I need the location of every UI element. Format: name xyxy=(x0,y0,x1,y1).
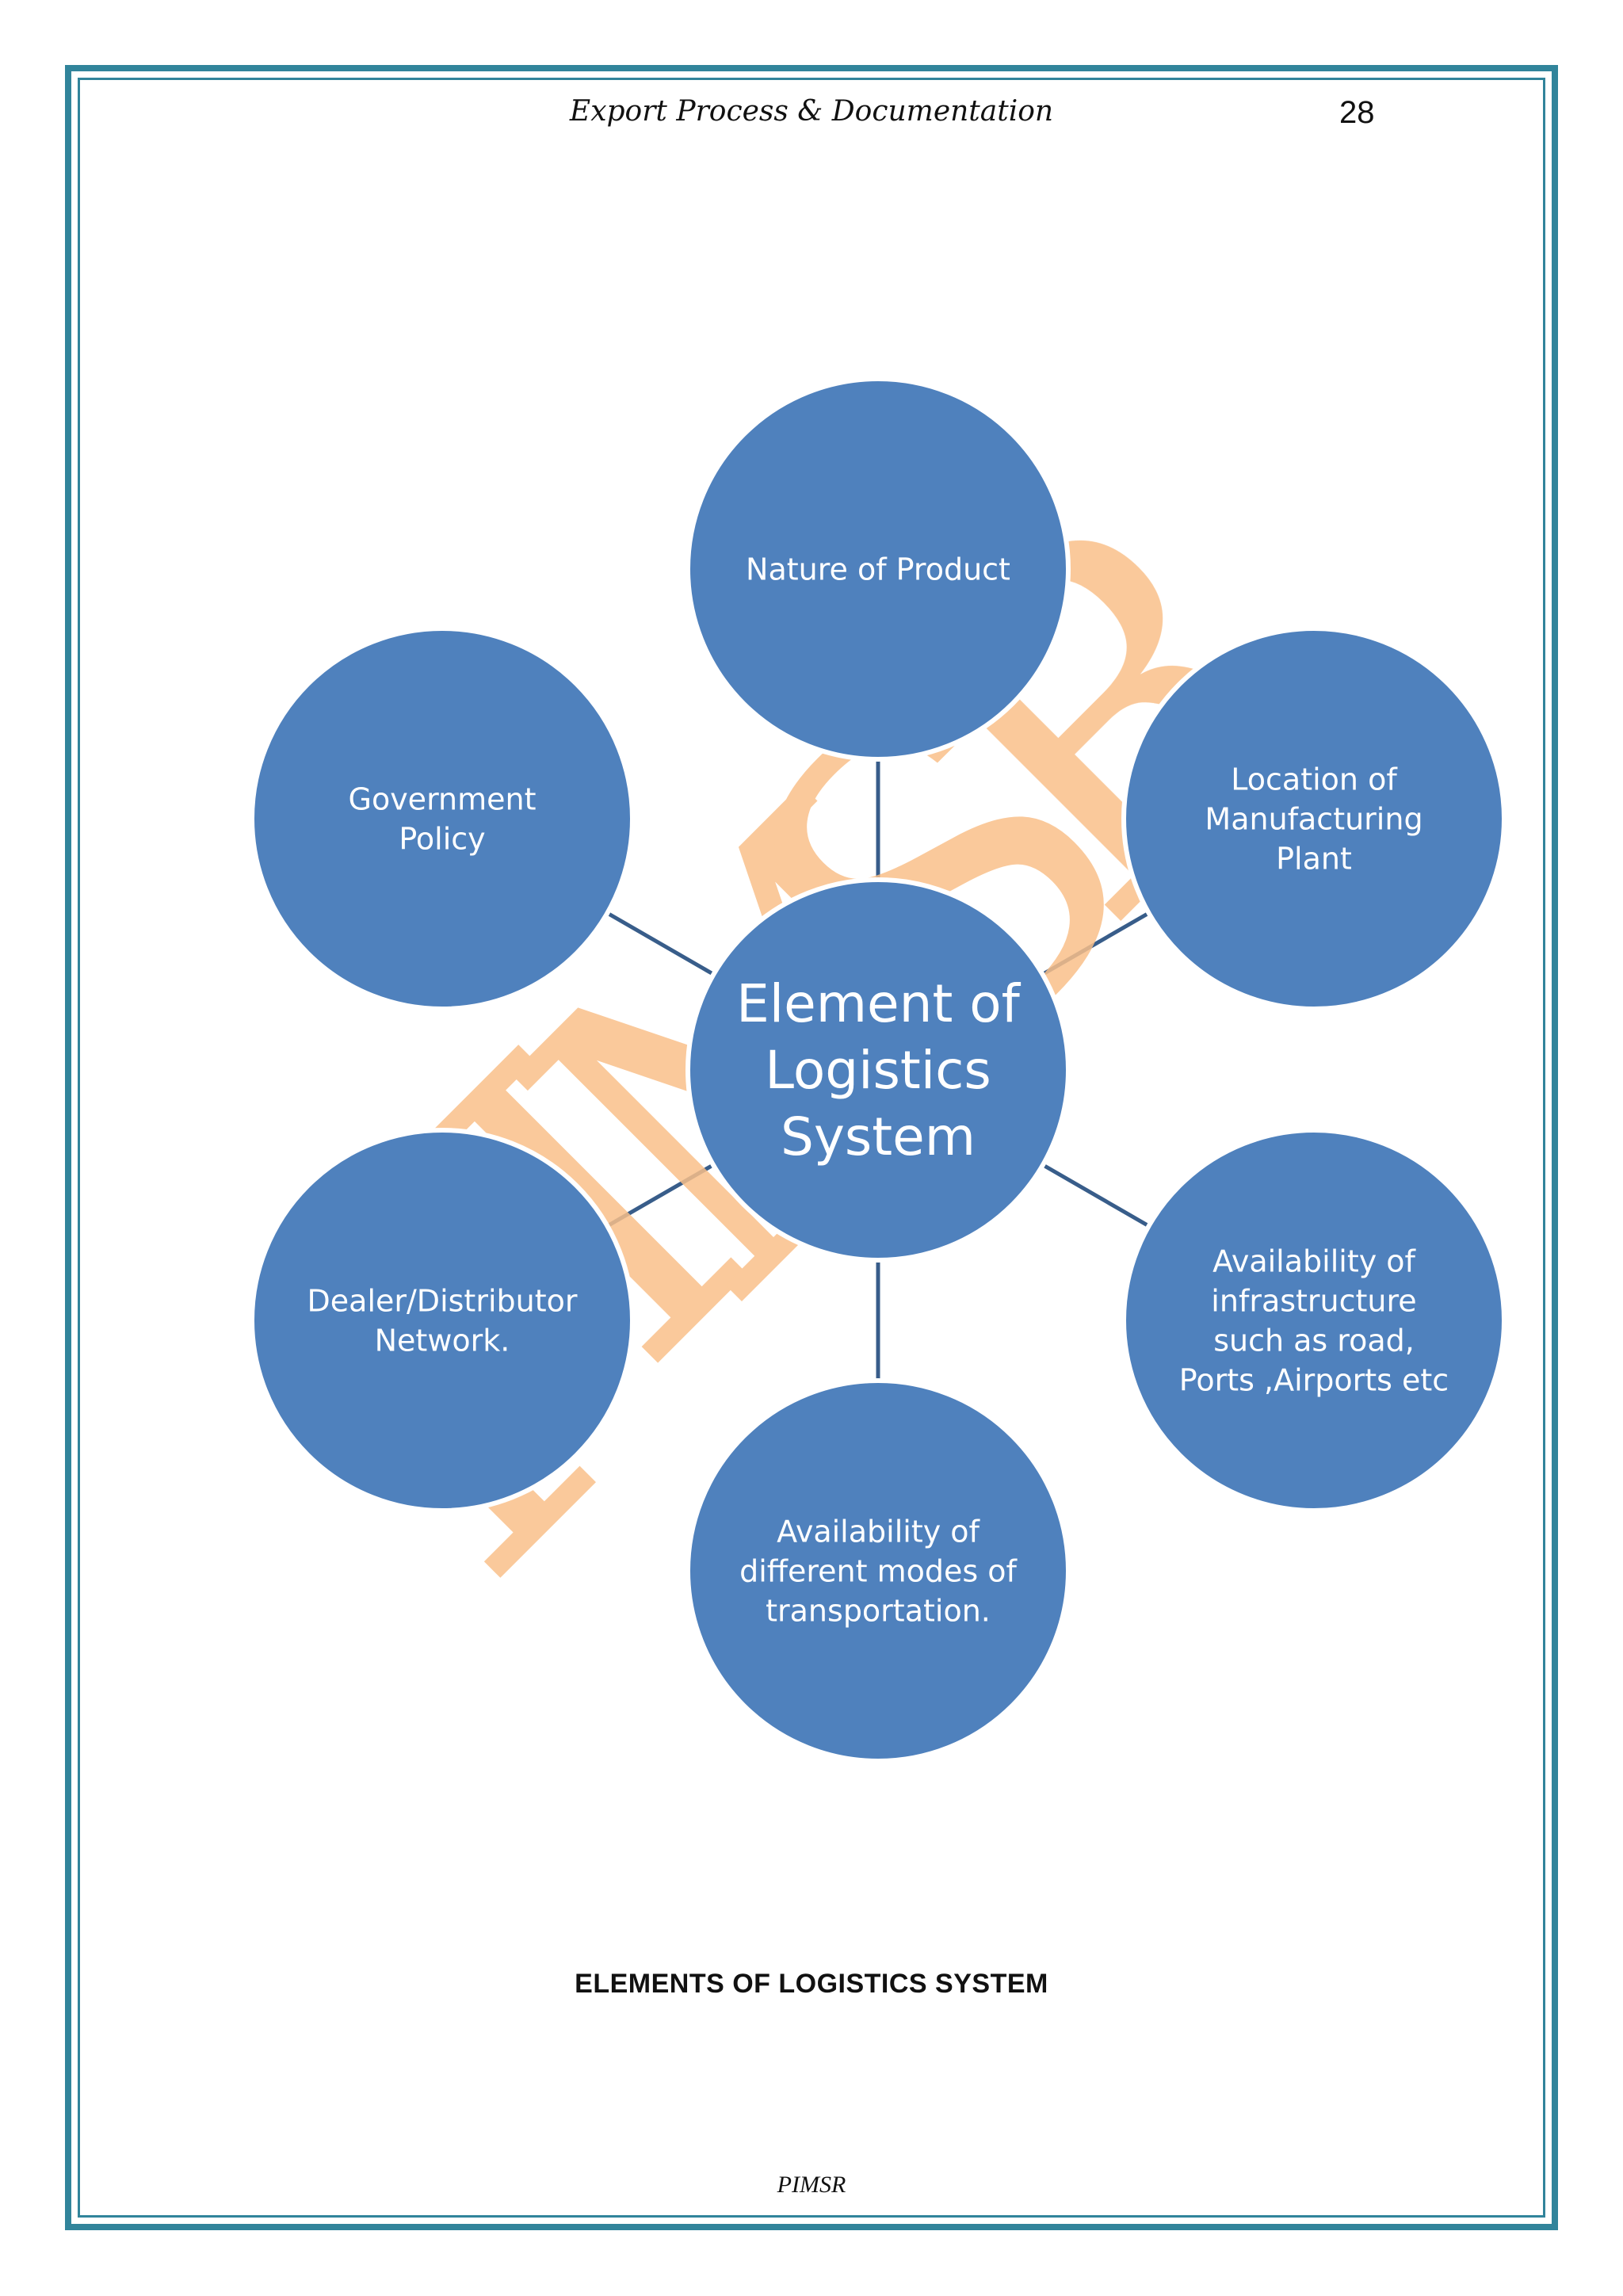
center-node-label: Logistics xyxy=(765,1040,991,1101)
node-availability-of-transportation-modes-circle xyxy=(685,1378,1071,1763)
node-availability-of-transportation-modes-label: Availability of xyxy=(777,1514,980,1549)
page-number: 28 xyxy=(1339,95,1375,130)
node-availability-of-transportation-modes-label: transportation. xyxy=(766,1593,991,1628)
node-dealer-distributor-network-label: Dealer/Distributor xyxy=(307,1283,578,1318)
footer-text: PIMSR xyxy=(777,2172,846,2198)
node-availability-of-infrastructure-label: infrastructure xyxy=(1211,1283,1416,1318)
node-availability-of-infrastructure: Availability of infrastructure such as roa… xyxy=(1121,1128,1507,1513)
node-government-policy-label: Government xyxy=(349,781,537,816)
node-availability-of-transportation-modes: Availability of different modes of transpo… xyxy=(685,1378,1071,1763)
node-location-of-manufacturing-plant-label: Manufacturing xyxy=(1205,801,1423,836)
node-availability-of-transportation-modes-label: different modes of xyxy=(739,1553,1018,1588)
header-title: Export Process & Documentation xyxy=(569,95,1054,128)
connectors xyxy=(607,759,1149,1381)
page-border-inner xyxy=(78,78,1545,2218)
center-node-circle xyxy=(685,877,1071,1263)
node-availability-of-infrastructure-label: such as road, xyxy=(1213,1323,1415,1358)
center-node-label: Element of xyxy=(736,973,1022,1034)
connector-bottom-right xyxy=(1043,1163,1149,1228)
connector-top-left xyxy=(607,911,713,976)
node-nature-of-product-circle xyxy=(685,376,1071,762)
node-dealer-distributor-network-label: Network. xyxy=(375,1323,510,1358)
node-dealer-distributor-network-circle xyxy=(250,1128,635,1513)
node-location-of-manufacturing-plant-circle xyxy=(1121,626,1507,1011)
node-location-of-manufacturing-plant-label: Plant xyxy=(1276,841,1352,876)
node-government-policy-label: Policy xyxy=(399,821,485,856)
node-nature-of-product: Nature of Product xyxy=(685,376,1071,762)
node-nature-of-product-label: Nature of Product xyxy=(746,552,1010,586)
center-node-label: System xyxy=(781,1106,976,1167)
node-availability-of-infrastructure-label: Availability of xyxy=(1212,1244,1416,1278)
connector-top-right xyxy=(1043,911,1149,976)
node-location-of-manufacturing-plant-label: Location of xyxy=(1231,762,1398,797)
node-availability-of-infrastructure-label: Ports ,Airports etc xyxy=(1179,1362,1449,1397)
node-availability-of-infrastructure-circle xyxy=(1121,1128,1507,1513)
node-government-policy-circle xyxy=(250,626,635,1011)
connector-bottom-left xyxy=(607,1163,713,1228)
page-border-outer xyxy=(65,65,1558,2230)
diagram-caption: ELEMENTS OF LOGISTICS SYSTEM xyxy=(575,1969,1048,1999)
